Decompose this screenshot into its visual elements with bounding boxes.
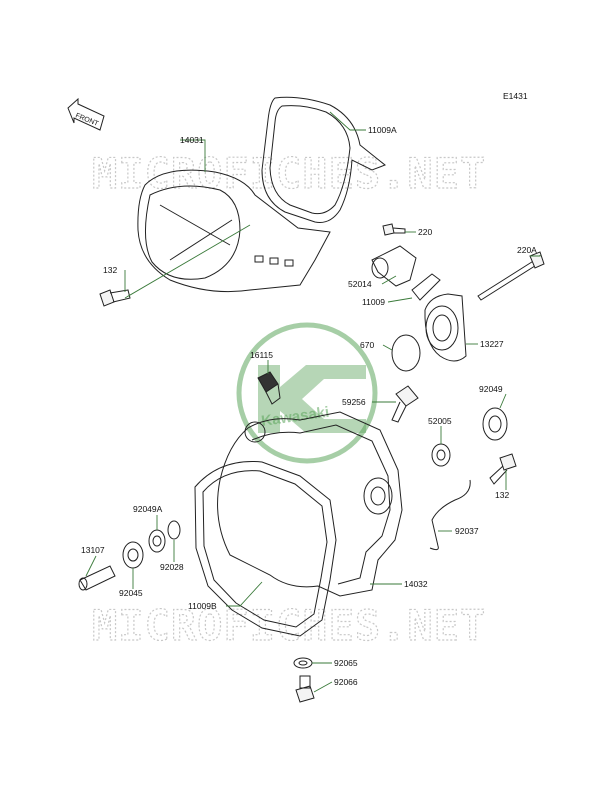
label-670[interactable]: 670 [360, 340, 374, 350]
label-92066[interactable]: 92066 [334, 677, 358, 687]
part-132-bolt-right[interactable] [489, 453, 517, 485]
part-92045-bearing[interactable] [122, 541, 144, 569]
label-92049a[interactable]: 92049A [133, 504, 163, 514]
part-52014-fitting[interactable] [371, 245, 417, 287]
label-92028[interactable]: 92028 [160, 562, 184, 572]
part-52005-bushing[interactable] [431, 443, 451, 467]
part-92037-clip[interactable] [429, 479, 471, 551]
label-132-right[interactable]: 132 [495, 490, 509, 500]
part-14031-cover[interactable] [137, 169, 331, 293]
label-11009[interactable]: 11009 [362, 297, 385, 307]
diagram-code: E1431 [503, 91, 528, 101]
label-52005[interactable]: 52005 [428, 416, 452, 426]
part-92065-washer[interactable] [293, 657, 313, 669]
part-92066-bolt[interactable] [295, 675, 315, 703]
part-220a-bolt[interactable] [477, 251, 545, 301]
part-59256-sensor[interactable] [391, 385, 419, 423]
label-220[interactable]: 220 [418, 227, 432, 237]
part-92049-seal[interactable] [482, 407, 508, 441]
leader-lines [85, 111, 541, 693]
part-11009b-gasket[interactable] [194, 461, 337, 637]
part-14032-cover[interactable] [217, 411, 403, 597]
label-132-top[interactable]: 132 [103, 265, 117, 275]
label-59256[interactable]: 59256 [342, 397, 366, 407]
part-11009-gasket[interactable] [411, 273, 441, 301]
label-92045[interactable]: 92045 [119, 588, 143, 598]
label-92065[interactable]: 92065 [334, 658, 358, 668]
label-92049[interactable]: 92049 [479, 384, 503, 394]
label-220a[interactable]: 220A [517, 245, 537, 255]
label-11009b[interactable]: 11009B [188, 601, 217, 611]
watermark-top: MICROFICHES.NET [92, 149, 486, 198]
part-220-bolt[interactable] [382, 223, 406, 236]
label-92037[interactable]: 92037 [455, 526, 479, 536]
part-11009a-gasket[interactable] [261, 96, 386, 223]
label-13107[interactable]: 13107 [81, 545, 105, 555]
part-92028-bushing[interactable] [167, 520, 181, 540]
label-11009a[interactable]: 11009A [368, 125, 397, 135]
part-13227-housing[interactable] [424, 293, 467, 362]
label-13227[interactable]: 13227 [480, 339, 504, 349]
part-labels: 14031 11009A 220 220A 132 52014 11009 67… [81, 125, 537, 687]
label-14032[interactable]: 14032 [404, 579, 428, 589]
label-52014[interactable]: 52014 [348, 279, 372, 289]
part-16115-plug[interactable] [257, 371, 281, 405]
part-13107-shaft[interactable] [78, 565, 116, 591]
label-14031[interactable]: 14031 [180, 135, 204, 145]
label-16115[interactable]: 16115 [250, 350, 273, 360]
part-132-bolt-top[interactable] [99, 289, 131, 307]
front-arrow-icon: FRONT [67, 97, 105, 131]
part-670-oring[interactable] [391, 334, 421, 372]
part-92049a-seal[interactable] [148, 529, 166, 553]
